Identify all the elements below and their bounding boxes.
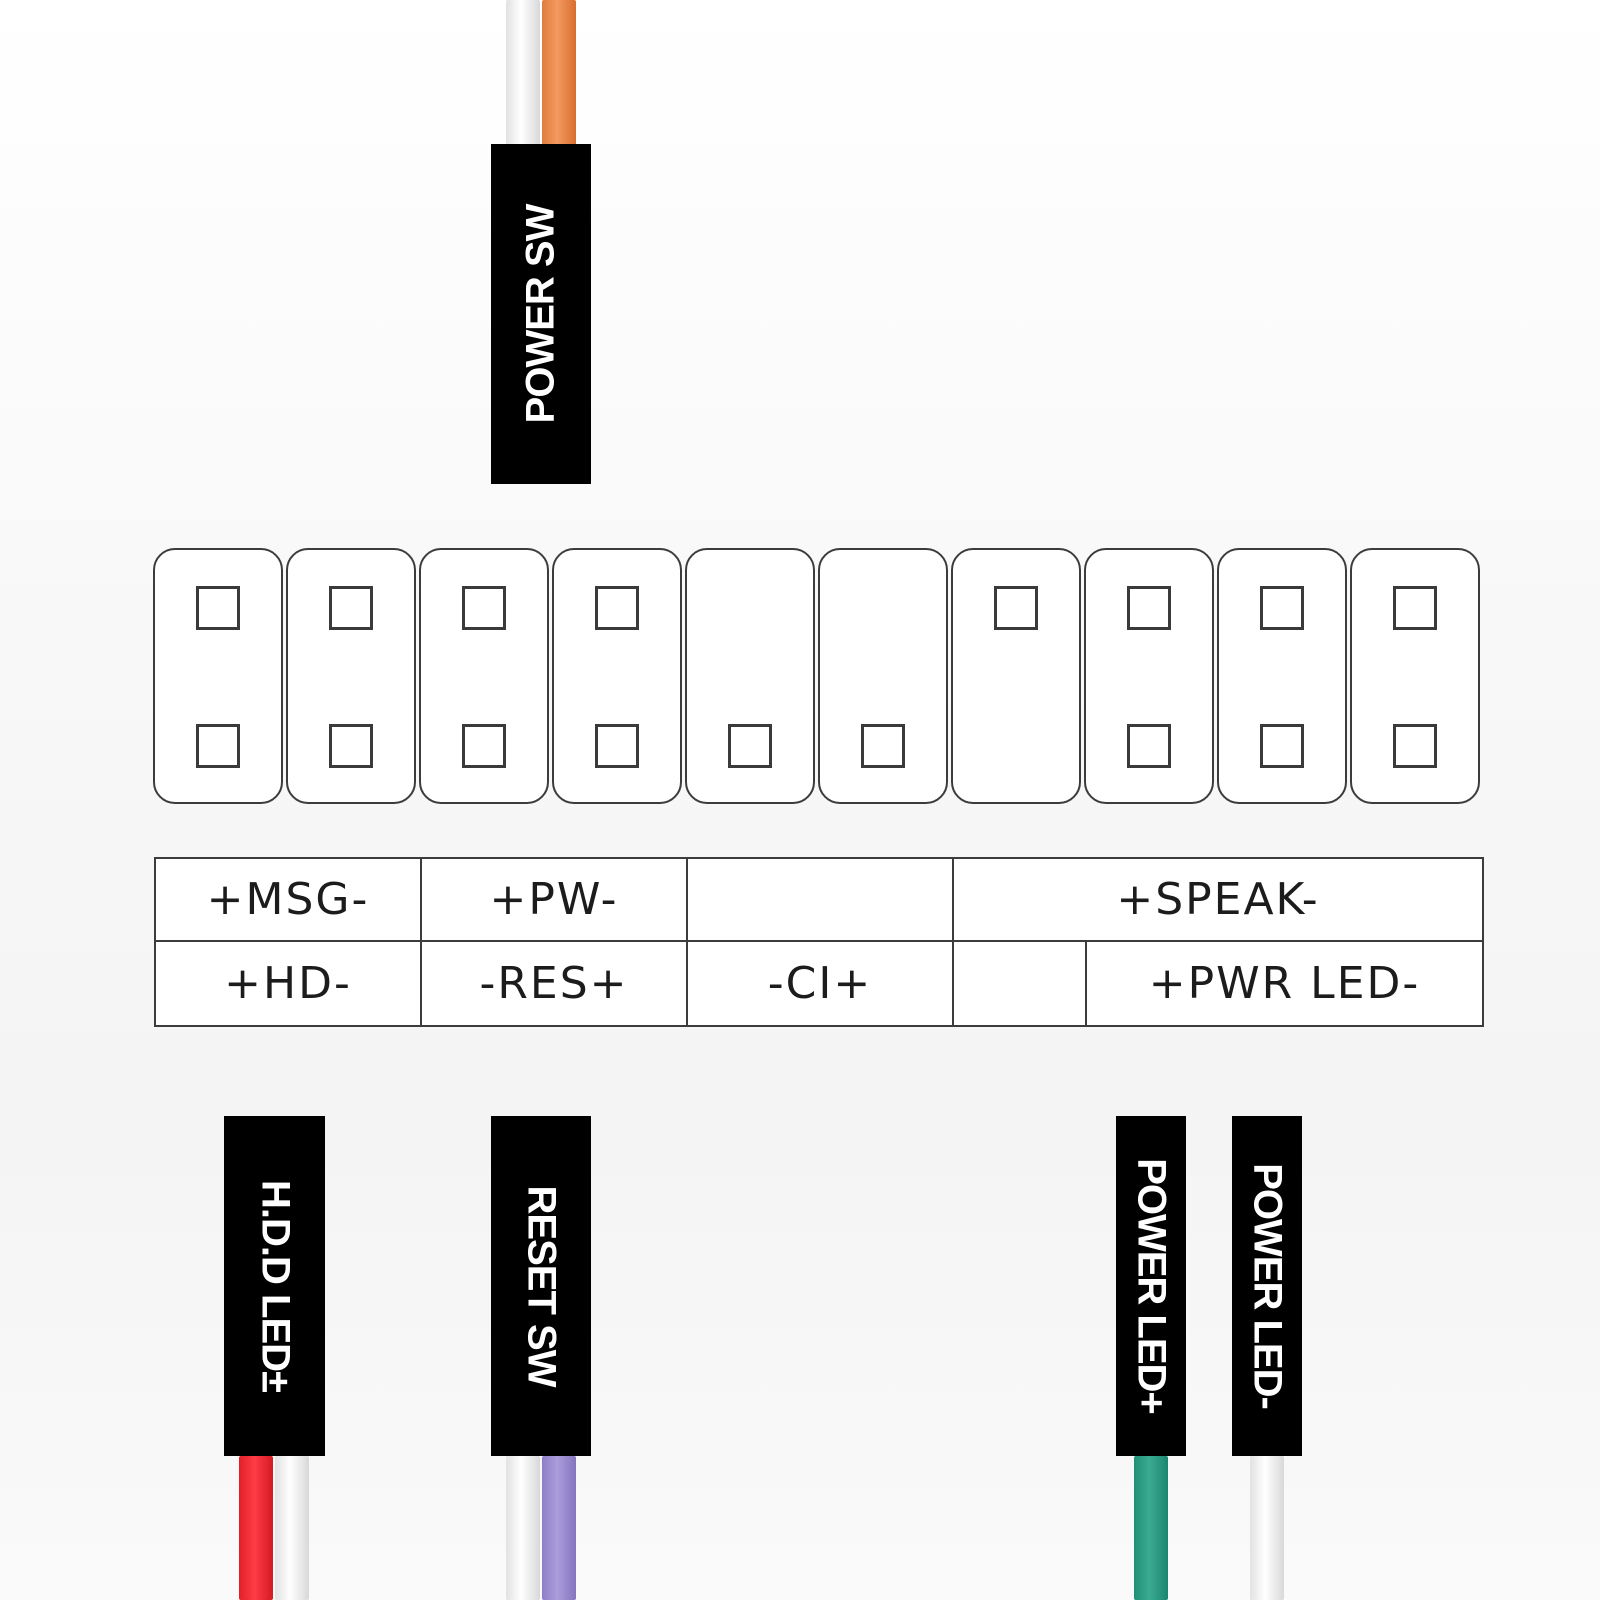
label-speak: +SPEAK- bbox=[952, 857, 1484, 942]
header-pin-bottom-9 bbox=[1260, 724, 1304, 768]
label-res: -RES+ bbox=[420, 940, 688, 1027]
header-pin-bottom-5 bbox=[728, 724, 772, 768]
power-led-minus-connector: POWER LED- bbox=[1232, 1116, 1302, 1456]
header-pin-bottom-1 bbox=[196, 724, 240, 768]
header-pin-top-9 bbox=[1260, 586, 1304, 630]
label-pwr-led: +PWR LED- bbox=[1085, 940, 1484, 1027]
label-empty-1 bbox=[686, 857, 954, 942]
label-ci: -CI+ bbox=[686, 940, 954, 1027]
power-sw-label: POWER SW bbox=[518, 204, 563, 424]
power-led-plus-label: POWER LED+ bbox=[1129, 1158, 1174, 1414]
hdd-led-red-wire bbox=[239, 1456, 273, 1600]
label-empty-2 bbox=[952, 940, 1087, 1027]
hdd-led-connector: H.D.D LED± bbox=[224, 1116, 325, 1456]
label-pw: +PW- bbox=[420, 857, 688, 942]
pin-label-table: +MSG- +PW- +SPEAK- +HD- -RES+ -CI+ +PWR … bbox=[154, 857, 1484, 1027]
header-pin-top-3 bbox=[462, 586, 506, 630]
pin-header bbox=[153, 548, 1485, 806]
reset-sw-white-wire bbox=[506, 1456, 540, 1600]
reset-sw-label: RESET SW bbox=[519, 1185, 564, 1387]
hdd-led-label: H.D.D LED± bbox=[253, 1180, 297, 1392]
power-sw-white-wire bbox=[506, 0, 540, 150]
header-pin-top-1 bbox=[196, 586, 240, 630]
header-pin-top-7 bbox=[994, 586, 1038, 630]
label-msg: +MSG- bbox=[154, 857, 422, 942]
reset-sw-connector: RESET SW bbox=[491, 1116, 591, 1456]
header-pin-bottom-3 bbox=[462, 724, 506, 768]
header-pin-top-10 bbox=[1393, 586, 1437, 630]
power-led-minus-label: POWER LED- bbox=[1245, 1163, 1290, 1409]
power-led-plus-connector: POWER LED+ bbox=[1116, 1116, 1186, 1456]
power-led-minus-white-wire bbox=[1250, 1456, 1284, 1600]
reset-sw-purple-wire bbox=[542, 1456, 576, 1600]
header-pin-top-8 bbox=[1127, 586, 1171, 630]
header-pin-bottom-4 bbox=[595, 724, 639, 768]
hdd-led-white-wire bbox=[275, 1456, 309, 1600]
power-sw-orange-wire bbox=[542, 0, 576, 150]
power-sw-connector: POWER SW bbox=[491, 144, 591, 484]
header-pin-top-2 bbox=[329, 586, 373, 630]
header-pin-bottom-10 bbox=[1393, 724, 1437, 768]
label-hd: +HD- bbox=[154, 940, 422, 1027]
power-led-plus-teal-wire bbox=[1134, 1456, 1168, 1600]
header-pin-top-4 bbox=[595, 586, 639, 630]
header-pin-bottom-2 bbox=[329, 724, 373, 768]
header-pin-bottom-6 bbox=[861, 724, 905, 768]
header-pin-bottom-8 bbox=[1127, 724, 1171, 768]
